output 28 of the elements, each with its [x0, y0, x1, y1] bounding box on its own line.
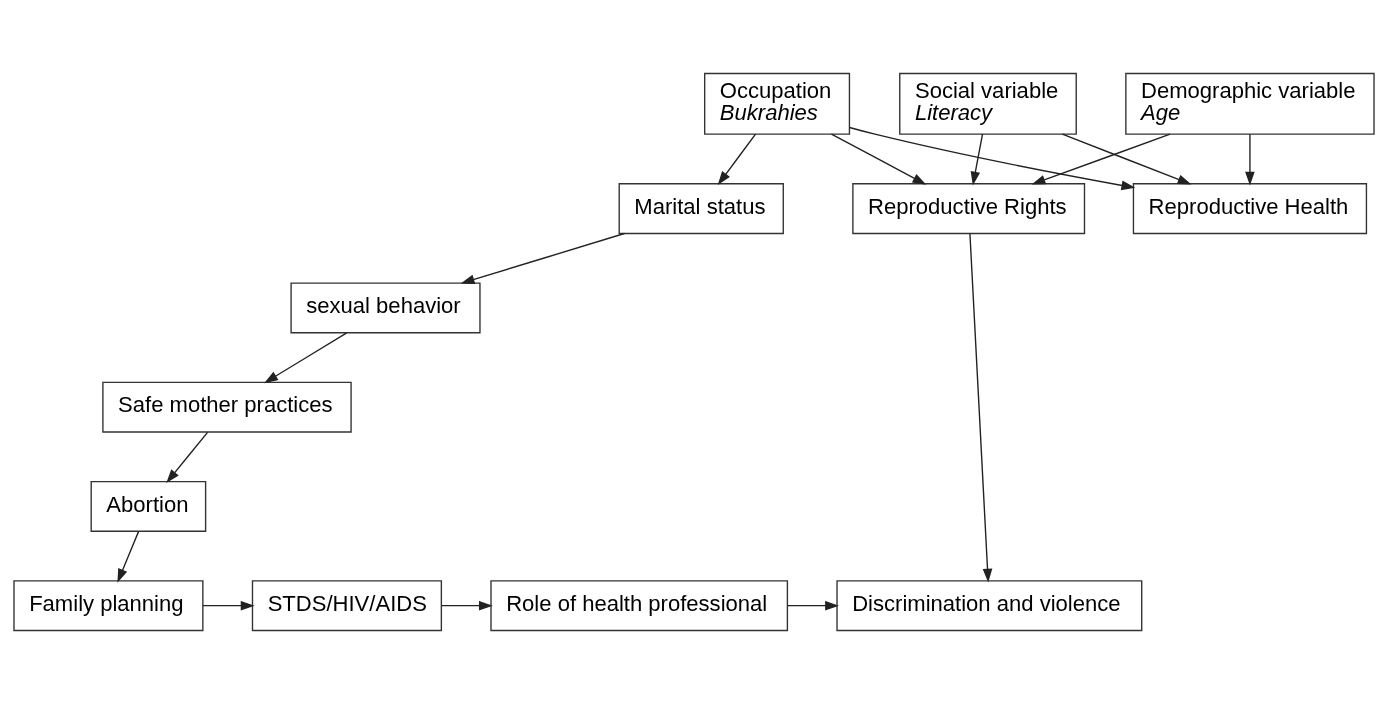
- arrow: [717, 133, 757, 186]
- arrow: [786, 600, 839, 611]
- node-box: Reproductive Rights: [852, 183, 1086, 235]
- node-box: STDS/HIV/AIDS: [251, 580, 443, 632]
- node-box: Discrimination and violence: [836, 580, 1143, 632]
- node-box: Role of health professional: [490, 580, 789, 632]
- node-box: Occupation Bukrahies: [704, 72, 851, 135]
- arrow: [830, 133, 927, 185]
- arrow: [1061, 133, 1192, 185]
- node-box: Marital status: [618, 183, 784, 235]
- node-box: Abortion: [90, 480, 207, 532]
- arrow: [848, 126, 1136, 191]
- node-box: Social variable Literacy: [899, 72, 1077, 135]
- arrow: [117, 530, 140, 583]
- node-box: Family planning: [13, 580, 204, 632]
- arrow: [1031, 133, 1171, 185]
- node-box: sexual behavior: [290, 282, 481, 334]
- arrow: [441, 600, 493, 611]
- node-box: Demographic variable Age: [1125, 72, 1375, 135]
- arrow: [264, 332, 348, 384]
- node-box: Safe mother practices: [102, 381, 352, 433]
- arrow: [1245, 133, 1255, 186]
- arrow: [969, 232, 993, 583]
- arrow: [970, 133, 984, 186]
- node-box: Reproductive Health: [1132, 183, 1368, 235]
- arrow: [460, 232, 626, 285]
- arrow: [166, 431, 209, 484]
- arrow: [202, 600, 255, 611]
